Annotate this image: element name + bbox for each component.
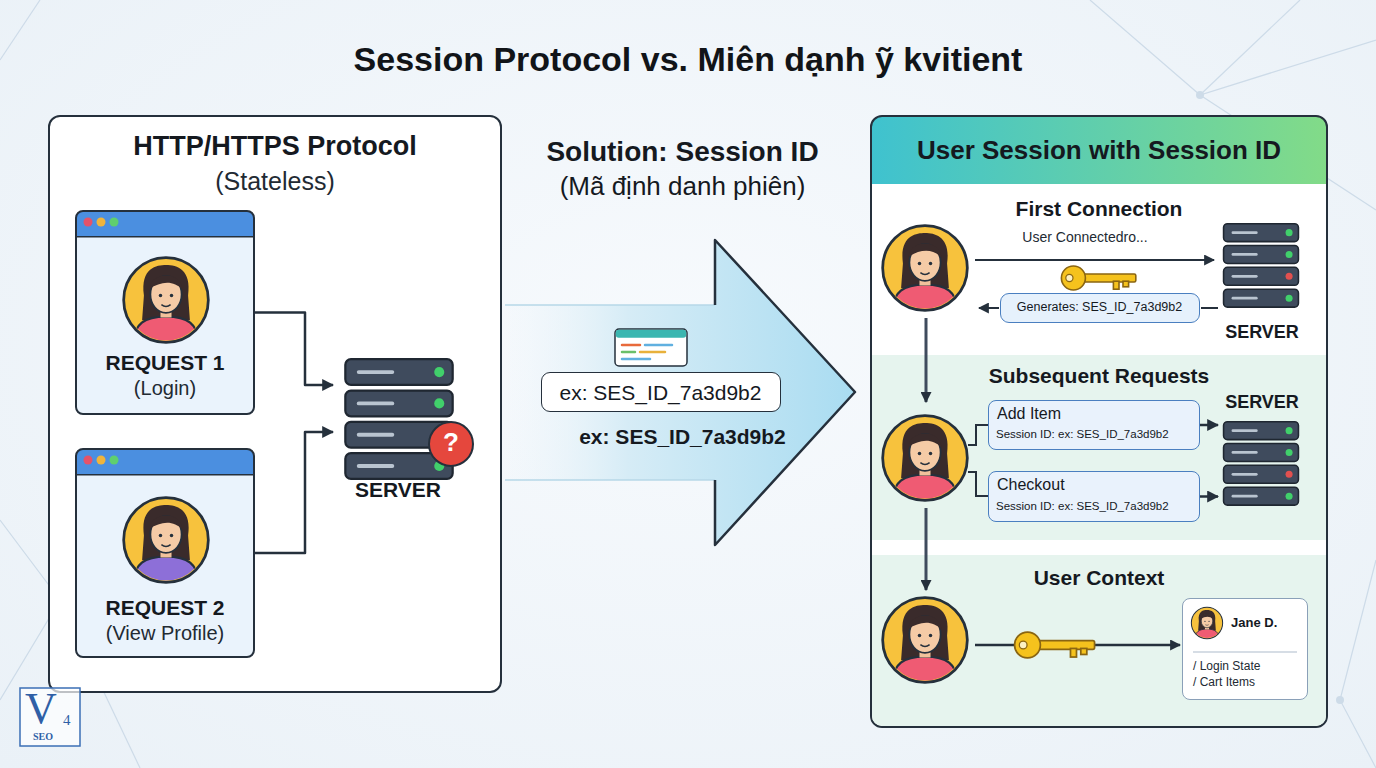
profile-avatar <box>1191 607 1222 640</box>
node-heading: Add Item <box>997 405 1061 423</box>
context-arrow <box>975 644 1180 647</box>
node-heading: Checkout <box>997 476 1065 494</box>
protocol-panel: HTTP/HTTPS Protocol(Stateless)REQUEST 1(… <box>48 115 502 693</box>
flow-arrow <box>925 318 928 402</box>
node-text: / Login State <box>1193 660 1260 674</box>
step-band: Subsequent RequestsAdd ItemSession ID: e… <box>872 355 1326 540</box>
node-text: Session ID: ex: SES_ID_7a3d9b2 <box>996 428 1169 441</box>
key-icon <box>1015 632 1095 658</box>
node-heading: SERVER <box>1212 392 1312 413</box>
browser-window: REQUEST 2(View Profile) <box>75 448 255 658</box>
node-heading: Solution: Session ID <box>505 136 860 168</box>
browser-icon <box>615 329 687 366</box>
server-icon <box>1224 422 1299 505</box>
watermark-text: SEO <box>33 731 53 743</box>
return-arrow <box>979 307 999 309</box>
browser-window: REQUEST 1(Login) <box>75 210 255 415</box>
watermark-text: 4 <box>63 712 71 729</box>
request-arrow <box>1200 424 1218 427</box>
diagram-title: Session Protocol vs. Miên dạnh ỹ kvitien… <box>0 40 1376 79</box>
node-text: (Mã định danh phiên) <box>505 172 860 202</box>
node-heading: HTTP/HTTPS Protocol <box>50 131 500 162</box>
request-arrow <box>1200 495 1218 498</box>
server-node: SERVER <box>1218 392 1306 512</box>
request-box: Add ItemSession ID: ex: SES_ID_7a3d9b2 <box>988 400 1200 450</box>
node-text: (Login) <box>77 377 253 400</box>
server-icon <box>1224 224 1299 307</box>
user-avatar <box>124 498 209 588</box>
user-avatar <box>883 416 968 506</box>
node-text: (View Profile) <box>77 622 253 645</box>
question-badge <box>429 422 473 466</box>
return-line <box>1201 307 1218 309</box>
user-avatar <box>124 258 209 348</box>
connect-arrow <box>975 259 1214 261</box>
flow-arrow <box>925 508 928 590</box>
request-arrow <box>255 313 333 386</box>
server-icon <box>345 359 452 479</box>
profile-card: Jane D. / Login State / Cart Items <box>1182 598 1308 700</box>
node-heading: SERVER <box>1212 322 1312 343</box>
node-heading: Generates: SES_ID_7a3d9b2 <box>1001 300 1198 314</box>
server-node: SERVER <box>333 350 463 500</box>
user-avatar <box>883 598 968 688</box>
node-heading: User Session with Session ID <box>872 136 1326 166</box>
server-node: SERVER <box>1218 218 1306 343</box>
node-heading: SERVER <box>333 478 463 502</box>
node-heading: Jane D. <box>1231 616 1277 631</box>
node-heading: REQUEST 1 <box>77 351 253 375</box>
card-divider <box>1193 651 1297 653</box>
node-heading: ex: SES_ID_7a3d9b2 <box>542 381 779 405</box>
node-text: Session ID: ex: SES_ID_7a3d9b2 <box>996 500 1169 513</box>
node-heading: User Context <box>872 566 1326 590</box>
step-band: User ContextJane D. / Login State / Cart I… <box>872 555 1326 726</box>
session-panel: User Session with Session ID First Connec… <box>870 115 1328 728</box>
window-dots <box>84 218 119 465</box>
node-text: ex: SES_ID_7a3d9b2 <box>505 425 860 449</box>
node-text: / Cart Items <box>1193 676 1255 690</box>
node-heading: Subsequent Requests <box>872 364 1326 388</box>
solution-arrow: Solution: Session ID (Mã định danh phiên)… <box>505 130 860 550</box>
user-avatar <box>883 226 968 316</box>
request-arrow <box>255 432 333 553</box>
arrow-shape <box>505 240 855 545</box>
node-heading: REQUEST 2 <box>77 596 253 620</box>
request-box: CheckoutSession ID: ex: SES_ID_7a3d9b2 <box>988 471 1200 522</box>
node-heading: First Connection <box>872 197 1326 221</box>
key-icon <box>1061 266 1135 290</box>
session-id-box: ex: SES_ID_7a3d9b2 <box>541 372 781 412</box>
badge-symbol: ? <box>431 428 471 458</box>
step-band: First ConnectionSERVERGenerates: SES_ID_… <box>872 184 1326 354</box>
node-text: (Stateless) <box>50 167 500 196</box>
watermark-text: V <box>25 684 57 735</box>
session-id-pill: Generates: SES_ID_7a3d9b2 <box>1000 293 1200 323</box>
request-lines <box>968 425 988 496</box>
arrow-label: User Connectedro... <box>1000 229 1170 245</box>
